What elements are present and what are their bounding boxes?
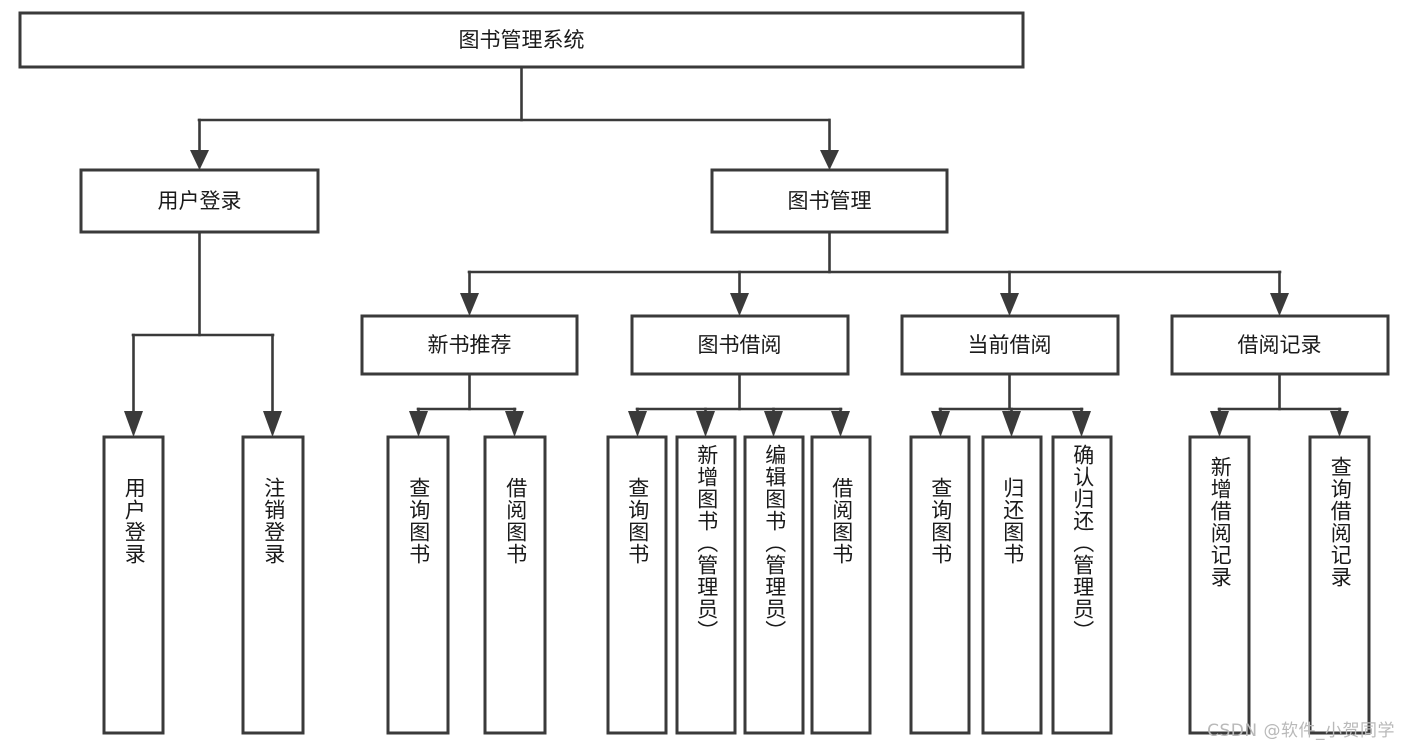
node-label-book-management: 图书管理 — [788, 189, 872, 213]
node-book-borrow[interactable]: 图书借阅 — [630, 314, 850, 376]
arrowhead-records — [1270, 293, 1289, 316]
connector-group-borrow — [628, 372, 850, 437]
arrowhead-borrow-leaf-2 — [696, 411, 715, 437]
node-label-current-borrow: 当前借阅 — [968, 333, 1052, 357]
arrowhead-borrow-leaf-1 — [628, 411, 647, 437]
arrowhead-leaf-user-login — [124, 411, 143, 437]
node-box-leaf-6[interactable] — [743, 435, 805, 735]
node-root[interactable]: 图书管理系统 — [18, 11, 1025, 69]
node-label-borrow-records: 借阅记录 — [1238, 333, 1322, 357]
node-box-root[interactable] — [18, 11, 1025, 69]
node-current-borrow[interactable]: 当前借阅 — [900, 314, 1120, 376]
node-user-login[interactable]: 用户登录 — [79, 168, 320, 234]
connector-group-newbook — [409, 372, 524, 437]
node-box-book-borrow[interactable] — [630, 314, 850, 376]
node-box-user-login[interactable] — [79, 168, 320, 234]
node-label-root: 图书管理系统 — [459, 28, 585, 52]
watermark: CSDN @软件_小贺同学 — [1207, 721, 1395, 741]
node-box-leaf-1[interactable] — [241, 435, 305, 735]
node-box-leaf-4[interactable] — [606, 435, 668, 735]
connector-group-current — [931, 372, 1091, 437]
arrowhead-borrow — [730, 293, 749, 316]
node-book-management[interactable]: 图书管理 — [710, 168, 949, 234]
arrowhead-newbook — [460, 293, 479, 316]
arrowhead-current-leaf-1 — [931, 411, 950, 437]
node-label-book-borrow: 图书借阅 — [698, 333, 782, 357]
node-box-leaf-11[interactable] — [1188, 435, 1251, 735]
node-box-leaf-9[interactable] — [981, 435, 1043, 735]
arrowhead-book-mgmt — [820, 150, 839, 170]
connector-group-root — [190, 65, 839, 170]
node-label-user-login: 用户登录 — [158, 189, 242, 213]
node-box-leaf-2[interactable] — [386, 435, 450, 735]
node-box-leaf-12[interactable] — [1308, 435, 1371, 735]
connector-group-book-mgmt — [460, 230, 1289, 316]
node-box-leaf-5[interactable] — [675, 435, 737, 735]
arrowhead-user-login — [190, 150, 209, 170]
node-box-book-management[interactable] — [710, 168, 949, 234]
arrowhead-newbook-leaf-2 — [505, 411, 524, 437]
arrowhead-newbook-leaf-1 — [409, 411, 428, 437]
arrowhead-borrow-leaf-4 — [831, 411, 850, 437]
node-box-new-book-recommend[interactable] — [360, 314, 579, 376]
node-borrow-records[interactable]: 借阅记录 — [1170, 314, 1390, 376]
node-box-borrow-records[interactable] — [1170, 314, 1390, 376]
node-new-book-recommend[interactable]: 新书推荐 — [360, 314, 579, 376]
node-box-leaf-10[interactable] — [1051, 435, 1113, 735]
arrowhead-records-leaf-2 — [1330, 411, 1349, 437]
connector-group-records — [1210, 372, 1349, 437]
node-box-leaf-7[interactable] — [810, 435, 872, 735]
arrowhead-current-leaf-3 — [1072, 411, 1091, 437]
node-box-leaf-3[interactable] — [483, 435, 547, 735]
node-box-leaf-0[interactable] — [102, 435, 165, 735]
arrowhead-current-leaf-2 — [1002, 411, 1021, 437]
connector-group-user-login — [124, 230, 282, 437]
arrowhead-borrow-leaf-3 — [764, 411, 783, 437]
arrowhead-leaf-logout — [263, 411, 282, 437]
node-box-current-borrow[interactable] — [900, 314, 1120, 376]
node-label-new-book-recommend: 新书推荐 — [428, 333, 512, 357]
arrowhead-records-leaf-1 — [1210, 411, 1229, 437]
arrowhead-current — [1000, 293, 1019, 316]
node-box-leaf-8[interactable] — [909, 435, 971, 735]
